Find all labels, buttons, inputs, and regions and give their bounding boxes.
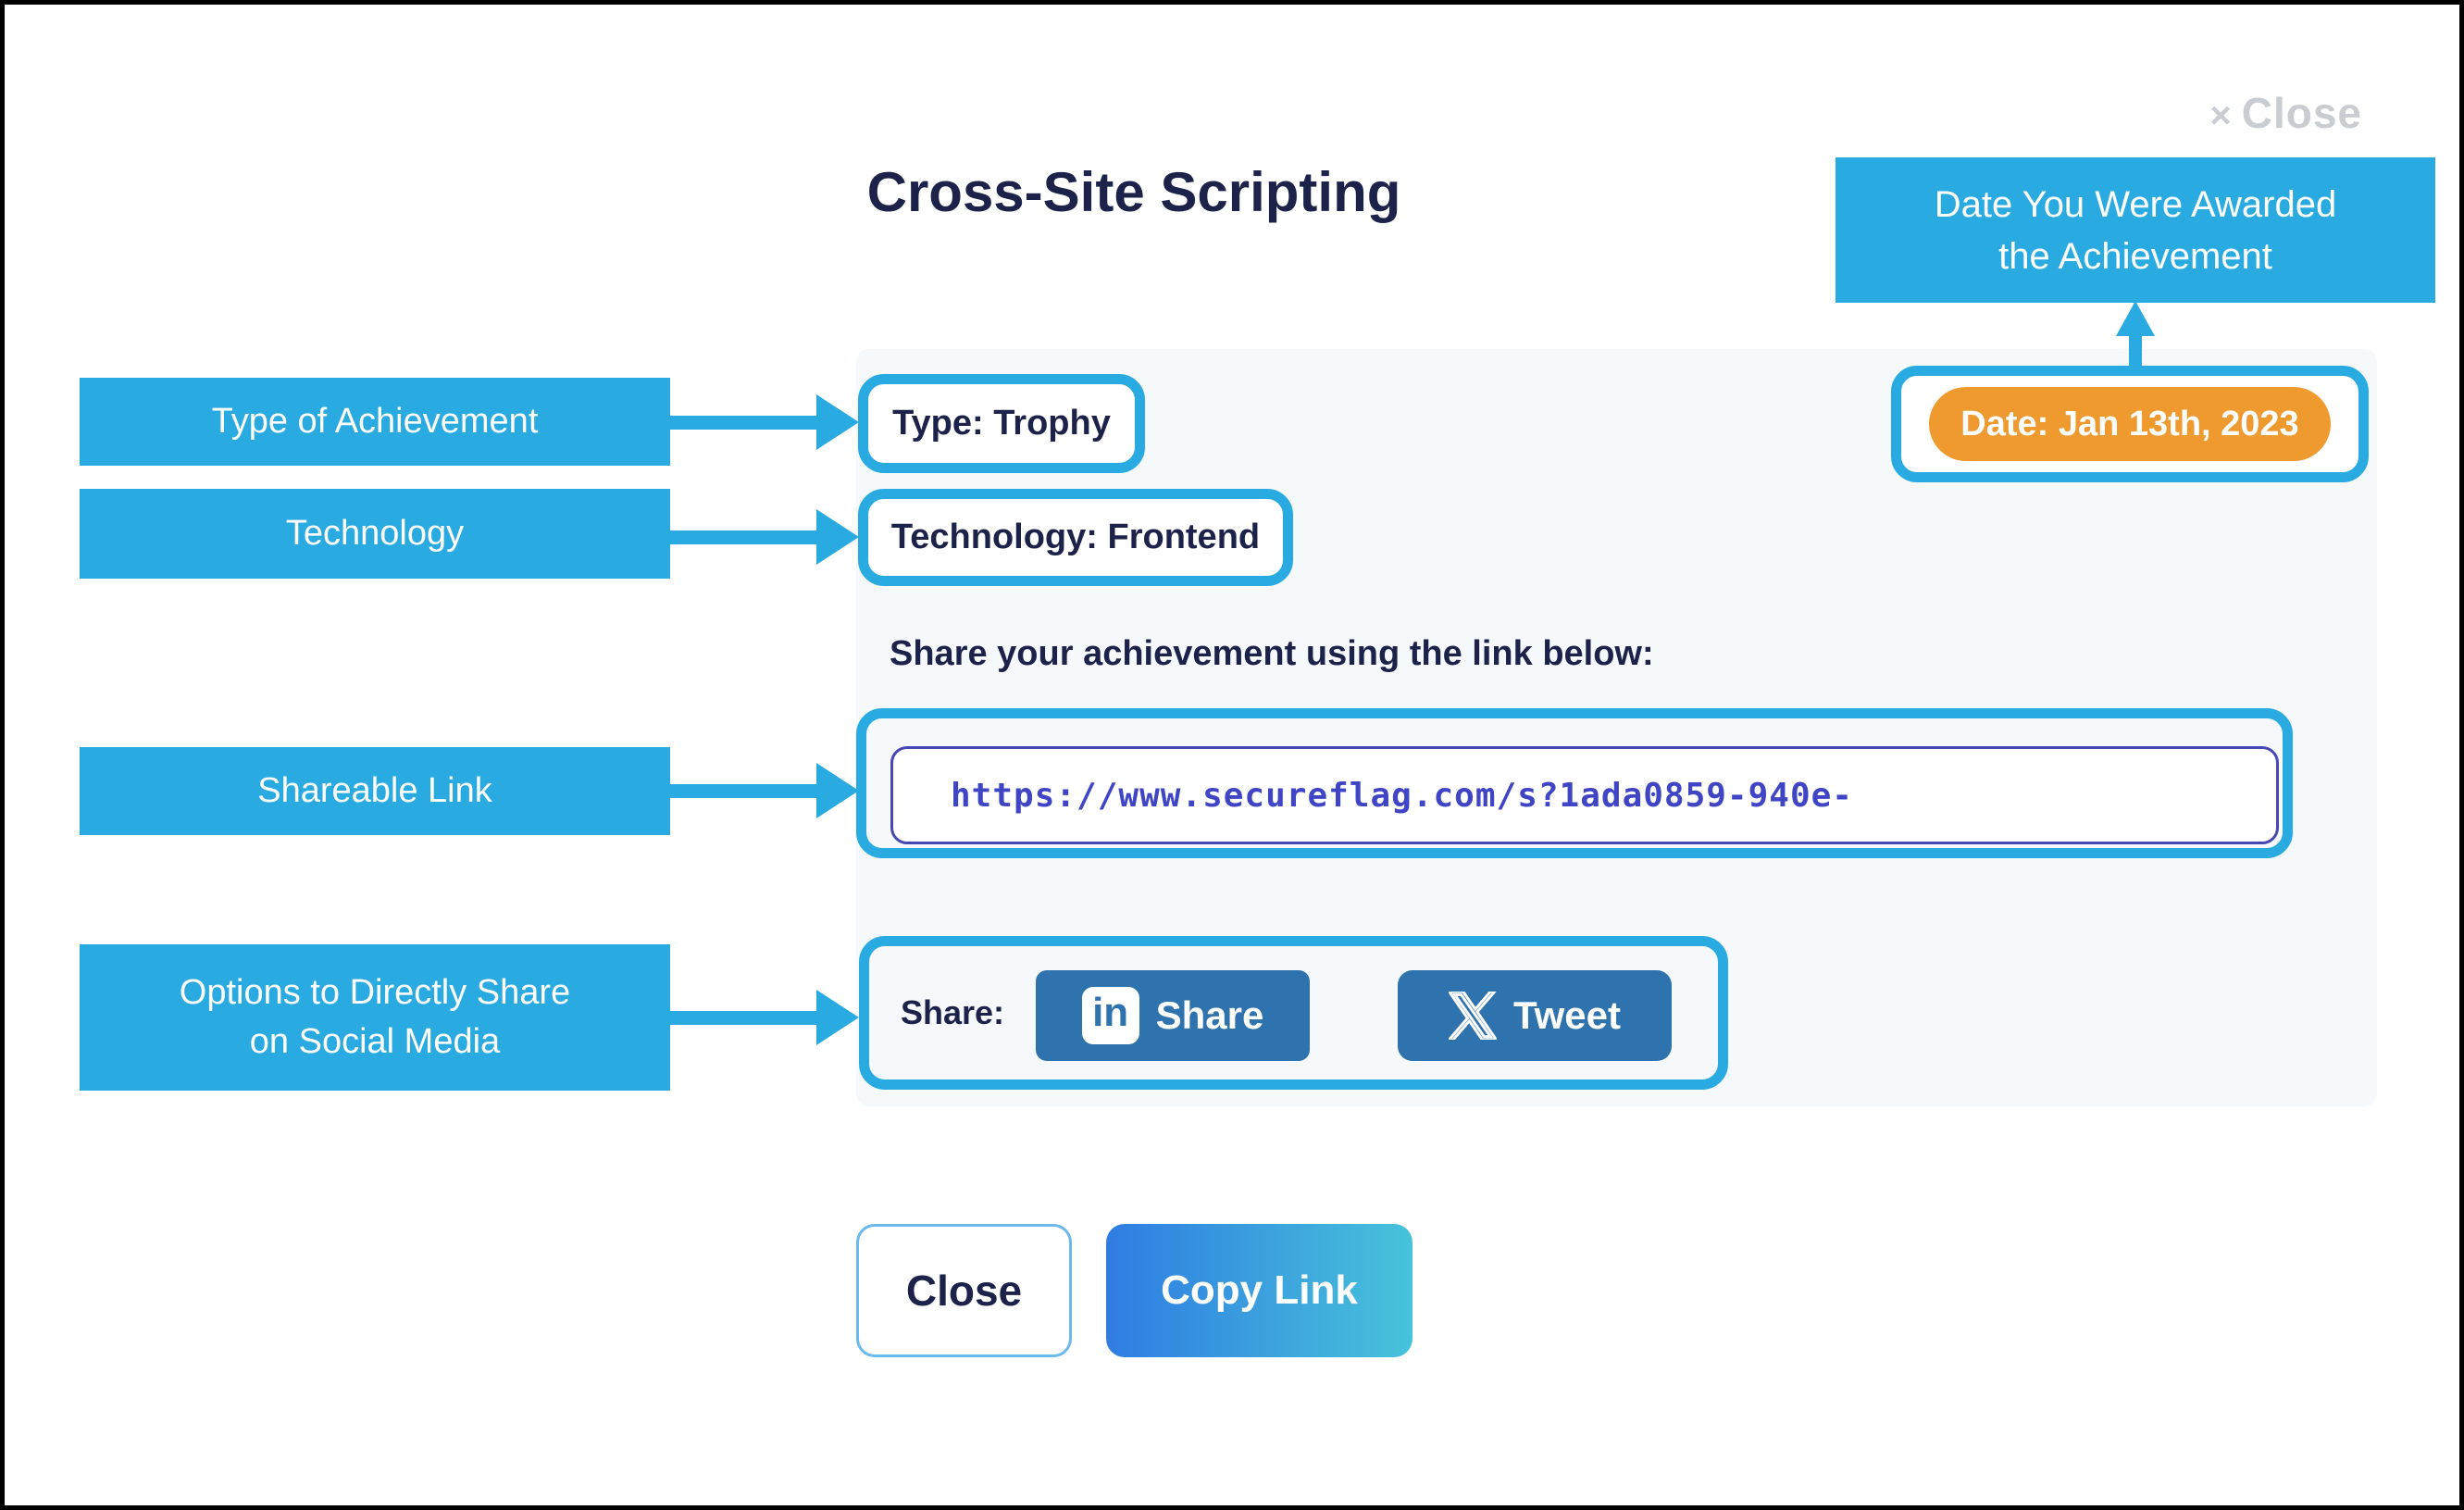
annotation-type-of-achievement: Type of Achievement (80, 378, 670, 466)
share-link-highlight: https://www.secureflag.com/s?1ada0859-94… (856, 708, 2293, 858)
modal-title: Cross-Site Scripting (866, 161, 1401, 223)
linkedin-share-button[interactable]: in Share (1036, 970, 1310, 1061)
close-link-label: Close (2241, 89, 2362, 137)
arrow-right-shaft (670, 1011, 818, 1025)
arrow-up-shaft (2129, 331, 2142, 369)
arrow-right-head (816, 509, 859, 565)
tweet-button[interactable]: Tweet (1398, 970, 1672, 1061)
technology-badge: Technology: Frontend (890, 518, 1261, 556)
annotation-date-awarded: Date You Were Awarded the Achievement (1836, 157, 2435, 303)
technology-badge-highlight: Technology: Frontend (858, 489, 1293, 586)
close-x-icon: × (2209, 95, 2233, 136)
linkedin-icon: in (1081, 987, 1139, 1044)
date-badge-highlight: Date: Jan 13th, 2023 (1891, 366, 2369, 482)
linkedin-share-label: Share (1155, 993, 1264, 1037)
type-badge: Type: Trophy (892, 404, 1111, 443)
type-badge-highlight: Type: Trophy (858, 374, 1145, 473)
arrow-right-head (816, 990, 859, 1045)
share-instruction-text: Share your achievement using the link be… (890, 634, 1654, 673)
arrow-right-head (816, 394, 859, 450)
arrow-right-head (816, 763, 859, 818)
annotation-shareable-link: Shareable Link (80, 747, 670, 835)
close-button[interactable]: Close (856, 1224, 1072, 1357)
arrow-right-shaft (670, 784, 818, 798)
social-share-row-highlight: Share: in Share Tweet (859, 936, 1728, 1090)
arrow-up-head (2116, 301, 2155, 336)
tweet-button-label: Tweet (1513, 993, 1621, 1037)
annotation-social-share-options: Options to Directly Share on Social Medi… (80, 944, 670, 1091)
copy-link-button[interactable]: Copy Link (1106, 1224, 1412, 1357)
x-twitter-icon (1449, 992, 1498, 1040)
annotation-technology: Technology (80, 489, 670, 579)
share-link-url: https://www.secureflag.com/s?1ada0859-94… (951, 776, 1853, 815)
date-badge: Date: Jan 13th, 2023 (1929, 387, 2331, 461)
arrow-right-shaft (670, 530, 818, 544)
share-row-label: Share: (901, 993, 1005, 1031)
arrow-right-shaft (670, 416, 818, 430)
share-link-input[interactable]: https://www.secureflag.com/s?1ada0859-94… (890, 746, 2279, 844)
modal-close-link[interactable]: ×Close (2209, 88, 2362, 138)
